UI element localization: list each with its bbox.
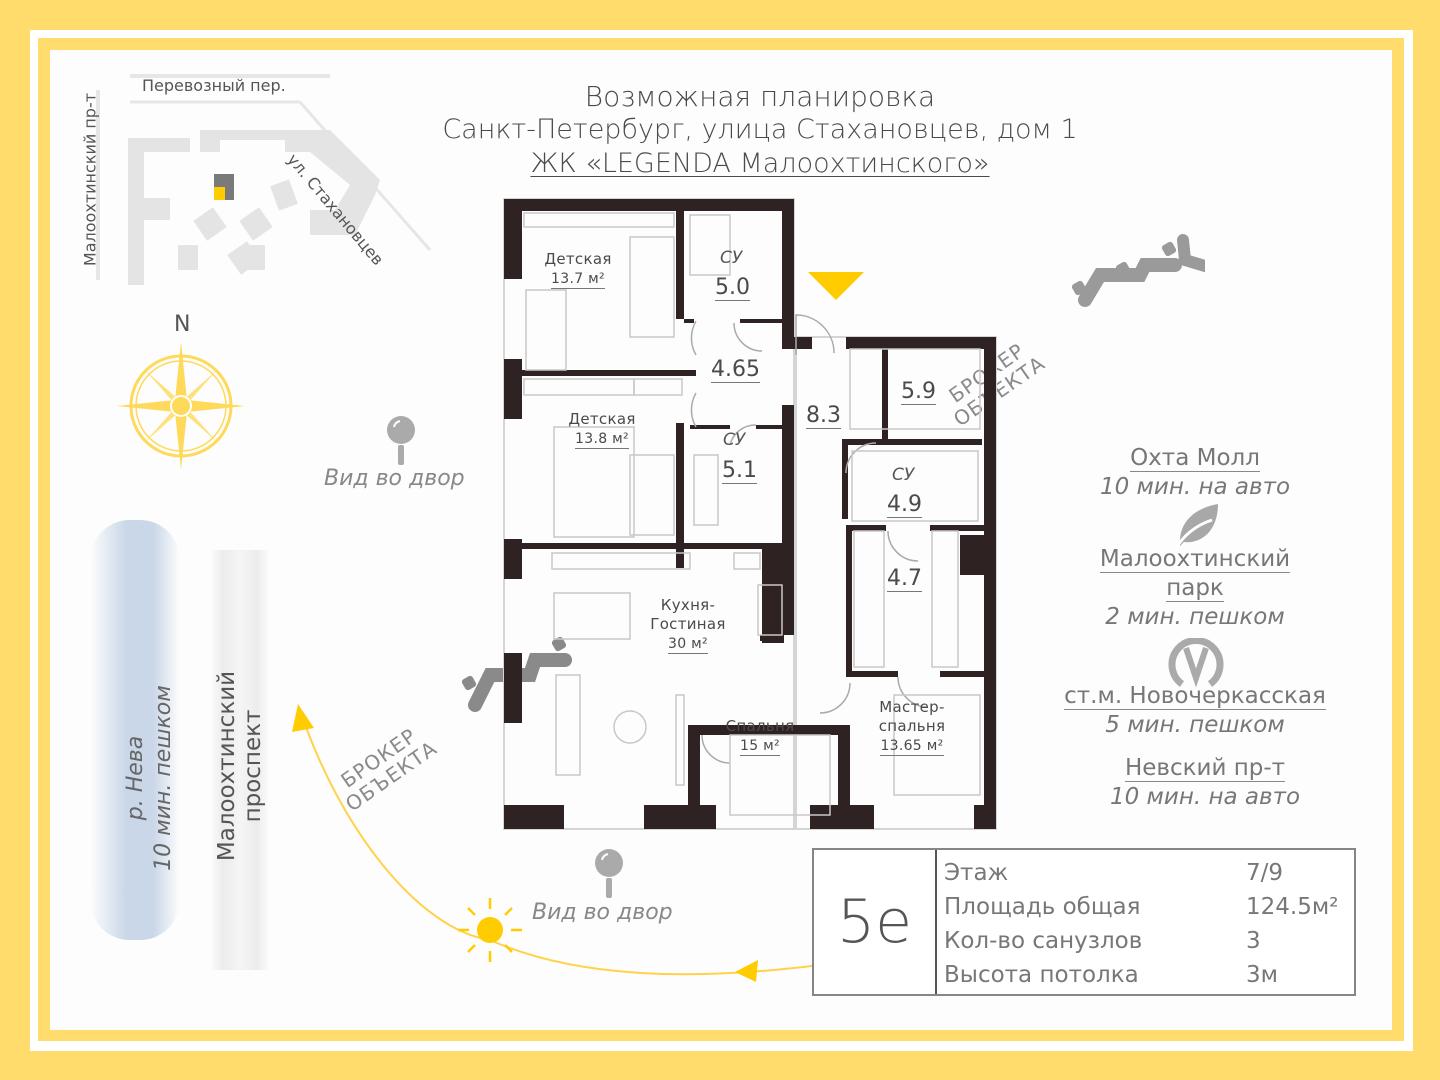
info-value: 3м	[1246, 962, 1278, 988]
river-name: р. Нева	[123, 735, 148, 821]
river-neva	[90, 520, 180, 940]
poi-time: 5 мин. пешком	[1105, 712, 1285, 738]
leaf-icon	[1174, 504, 1218, 549]
page-title: Возможная планировка	[584, 80, 936, 113]
metro-icon	[1168, 638, 1224, 688]
river-label: р. Нева 10 мин. пешком	[122, 658, 178, 898]
poi-okhta-mall: Охта Молл 10 мин. на авто	[1050, 444, 1340, 502]
room-name: Спальня	[725, 717, 795, 735]
river-time: 10 мин. пешком	[151, 685, 176, 871]
apartment-code: 5е	[814, 850, 937, 994]
plan-canvas: Возможная планировка Санкт-Петербург, ул…	[50, 50, 1392, 1030]
info-label: Высота потолка	[944, 962, 1139, 988]
room-area: 13.8 м²	[575, 431, 629, 449]
address: Санкт-Петербург, улица Стахановцев, дом …	[442, 114, 1078, 145]
room-area: 30 м²	[668, 636, 708, 654]
info-value: 7/9	[1246, 860, 1284, 886]
site-map: Перевозный пер. Малоохтинский пр-т ул. С…	[70, 70, 450, 300]
poi-name[interactable]: парк	[1166, 575, 1224, 602]
apartment-info-box: 5е Этаж 7/9 Площадь общая 124.5м² Кол-во…	[812, 848, 1356, 996]
sun-path-arrow-icon	[735, 960, 758, 982]
bath-3-label: СУ	[892, 465, 915, 485]
street-perevozny: Перевозный пер.	[142, 76, 286, 95]
info-value: 124.5м²	[1246, 894, 1339, 920]
room-name: Мастер-	[879, 698, 945, 716]
storage-area: 5.9	[901, 379, 936, 405]
pin-icon	[387, 416, 415, 465]
room-bedroom: Спальня 15 м²	[710, 717, 810, 756]
logo-mark-icon	[1071, 234, 1205, 307]
poi-time: 10 мин. на авто	[1099, 474, 1291, 500]
bath-2-area: 5.1	[722, 458, 757, 484]
floor-plan	[503, 198, 997, 830]
room-name: Кухня-	[660, 596, 716, 614]
poi-name[interactable]: Невский пр-т	[1124, 755, 1286, 782]
avenue-label: Малоохтинский проспект	[214, 670, 266, 862]
poi-park: Малоохтинский парк 2 мин. пешком	[1050, 545, 1340, 632]
room-master: Мастер- спальня 13.65 м²	[862, 698, 962, 756]
info-value: 3	[1246, 928, 1261, 954]
room-name: Детская	[544, 250, 612, 268]
poi-nevsky: Невский пр-т 10 мин. на авто	[1060, 754, 1350, 812]
bath-2-label: СУ	[723, 430, 746, 450]
poi-time: 2 мин. пешком	[1105, 604, 1285, 630]
hall-2-area: 8.3	[806, 403, 841, 429]
info-label: Кол-во санузлов	[944, 928, 1143, 954]
room-name: спальня	[878, 717, 946, 735]
view-label-west: Вид во двор	[324, 466, 465, 491]
room-area: 13.65 м²	[880, 738, 944, 756]
poi-name[interactable]: Охта Молл	[1130, 445, 1260, 472]
poi-name[interactable]: ст.м. Новочеркасская	[1064, 683, 1326, 710]
poi-time: 10 мин. на авто	[1109, 784, 1301, 810]
room-name: Детская	[568, 410, 636, 428]
poi-metro: ст.м. Новочеркасская 5 мин. пешком	[1030, 682, 1360, 740]
complex-link[interactable]: ЖК «LEGENDA Малоохтинского»	[530, 148, 990, 179]
avenue-strip	[212, 550, 268, 970]
info-row-bathrooms: Кол-во санузлов 3	[944, 924, 1344, 958]
info-row-area: Площадь общая 124.5м²	[944, 890, 1344, 924]
room-living: Кухня- Гостиная 30 м²	[638, 596, 738, 654]
compass-rose-icon	[117, 342, 245, 470]
room-kids-2: Детская 13.8 м²	[552, 410, 652, 449]
room-area: 15 м²	[740, 738, 780, 756]
closet-area: 4.7	[887, 566, 922, 592]
info-label: Площадь общая	[944, 894, 1141, 920]
view-label-south: Вид во двор	[532, 900, 673, 925]
info-row-floor: Этаж 7/9	[944, 856, 1344, 890]
poi-name[interactable]: Малоохтинский	[1099, 546, 1291, 573]
room-area: 13.7 м²	[551, 271, 605, 289]
entrance-marker-icon	[808, 272, 864, 300]
bath-1-label: СУ	[720, 248, 743, 268]
room-kids-1: Детская 13.7 м²	[528, 250, 628, 289]
hall-1-area: 4.65	[711, 357, 760, 383]
info-row-ceiling: Высота потолка 3м	[944, 958, 1344, 992]
bath-3-area: 4.9	[887, 492, 922, 518]
sun-path-arrow-icon	[292, 704, 314, 732]
room-name: Гостиная	[650, 615, 726, 633]
compass-north-label: N	[174, 312, 191, 337]
bath-1-area: 5.0	[715, 275, 750, 301]
complex-name: ЖК «LEGENDA Малоохтинского»	[410, 148, 1110, 179]
street-malookhtinsky: Малоохтинский пр-т	[80, 92, 100, 267]
info-label: Этаж	[944, 860, 1009, 886]
sun-icon	[458, 898, 522, 962]
site-map-drawing	[96, 74, 432, 285]
pin-icon	[595, 849, 623, 898]
